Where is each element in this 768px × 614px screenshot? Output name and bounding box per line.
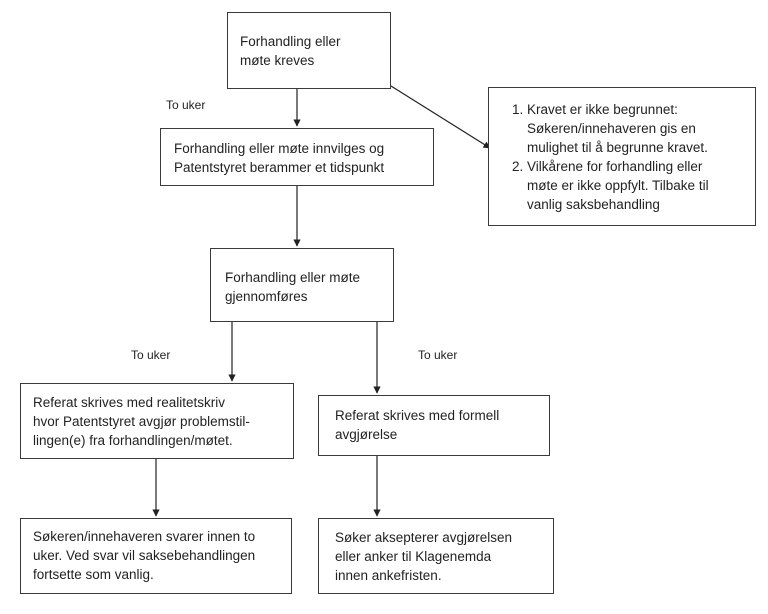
label-two-weeks-right: To uker <box>418 348 457 362</box>
rejection-item-1: Kravet er ikke begrunnet: Søkeren/inneha… <box>527 100 709 157</box>
rejection-list: Kravet er ikke begrunnet: Søkeren/inneha… <box>505 100 709 214</box>
rejection-item-2: Vilkårene for forhandling eller møte er … <box>527 157 709 214</box>
box-granted: Forhandling eller møte innvilges og Pate… <box>160 128 434 186</box>
box-applicant-reply-text: Søkeren/innehaveren svarer innen to uker… <box>33 527 255 584</box>
box-report-realitetsskriv-text: Referat skrives med realitetskriv hvor P… <box>33 393 250 450</box>
label-two-weeks-left: To uker <box>131 348 170 362</box>
box-granted-text: Forhandling eller møte innvilges og Pate… <box>174 139 384 177</box>
box-report-formell-text: Referat skrives med formell avgjørelse <box>335 406 499 444</box>
box-conducted-text: Forhandling eller møte gjennomføres <box>225 268 360 306</box>
box-rejection: Kravet er ikke begrunnet: Søkeren/inneha… <box>488 87 756 226</box>
box-report-formell: Referat skrives med formell avgjørelse <box>318 395 550 456</box>
label-two-weeks-top: To uker <box>166 98 205 112</box>
box-applicant-accept-text: Søker aksepterer avgjørelsen eller anker… <box>335 528 512 585</box>
box-request-text: Forhandling eller møte kreves <box>240 32 341 70</box>
box-report-realitetsskriv: Referat skrives med realitetskriv hvor P… <box>20 383 294 459</box>
box-applicant-reply: Søkeren/innehaveren svarer innen to uker… <box>20 518 292 594</box>
box-applicant-accept: Søker aksepterer avgjørelsen eller anker… <box>318 518 554 594</box>
box-conducted: Forhandling eller møte gjennomføres <box>210 248 394 322</box>
box-request: Forhandling eller møte kreves <box>227 12 391 89</box>
